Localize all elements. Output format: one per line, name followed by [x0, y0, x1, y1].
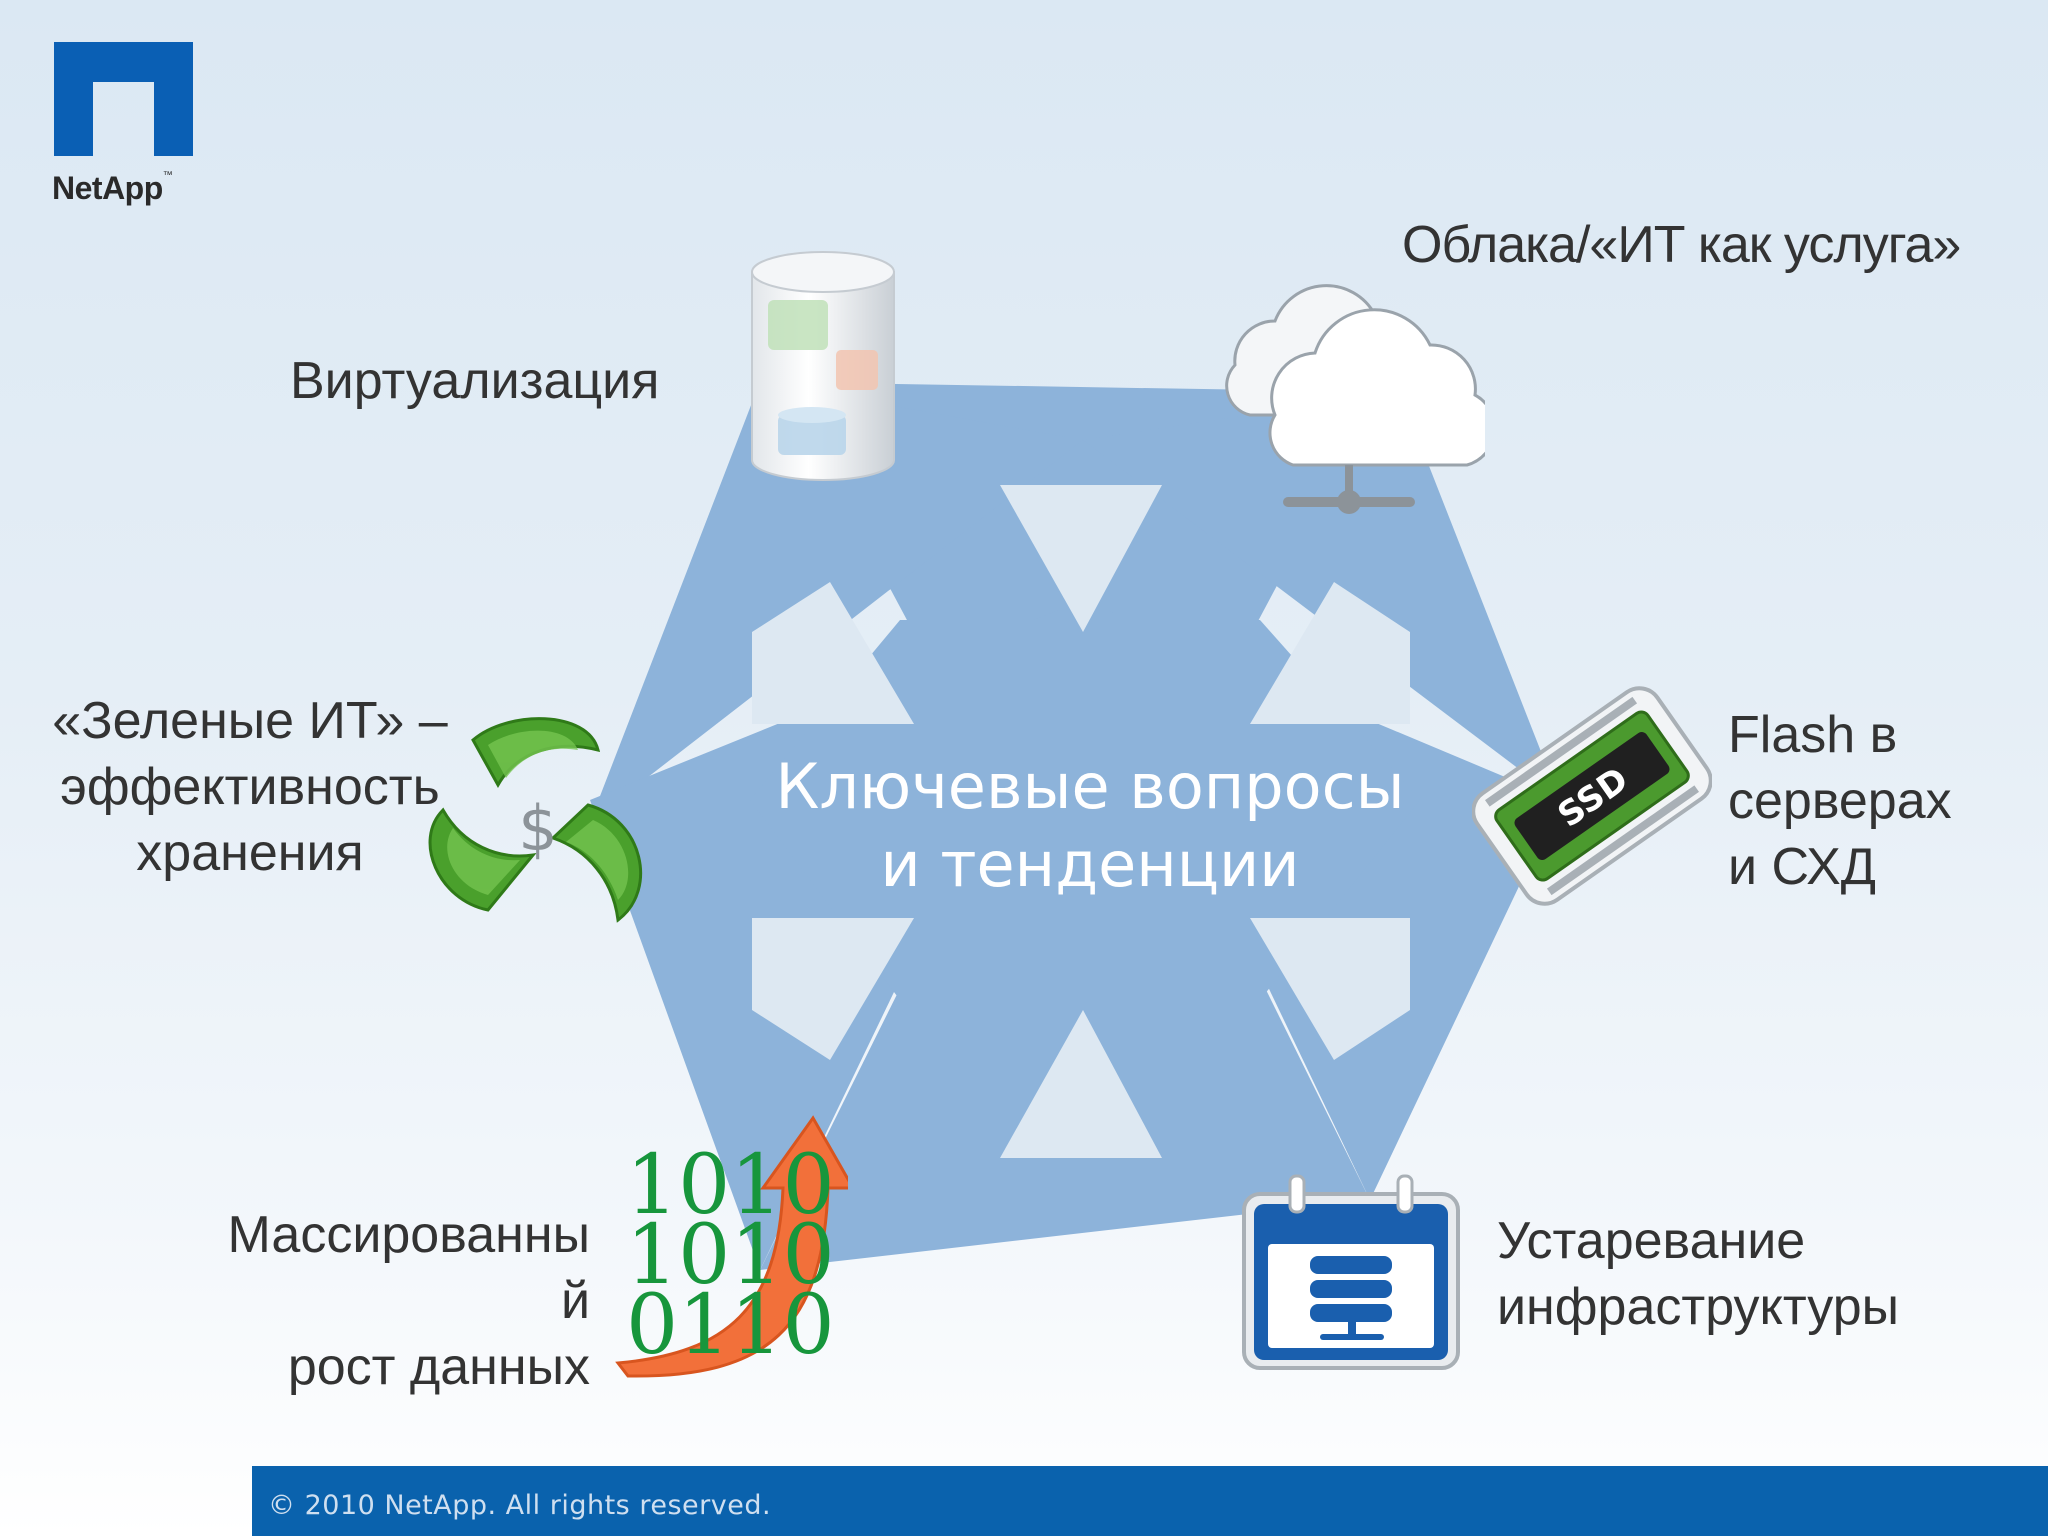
center-title-line1: Ключевые вопросы	[775, 750, 1405, 823]
gap-upper-right	[1250, 582, 1410, 724]
ssd-chip-icon: SSD	[1472, 686, 1712, 906]
gap-top	[1000, 485, 1162, 632]
label-infra-line1: Устаревание	[1497, 1212, 1806, 1270]
star-center-hex	[750, 620, 1420, 1000]
gap-lower-right	[1250, 918, 1410, 1060]
gap-lower-left	[752, 918, 914, 1060]
label-flash-line3: и СХД	[1728, 838, 1877, 896]
calendar-server-icon	[1242, 1174, 1460, 1370]
binary-row-3: 0110	[626, 1278, 835, 1373]
logo-trademark: ™	[162, 170, 173, 181]
label-green-line3: хранения	[136, 824, 364, 882]
binary-row-2: 1010	[626, 1208, 835, 1303]
label-data-line3: рост данных	[287, 1338, 590, 1396]
label-data-line1: Массированны	[227, 1206, 590, 1264]
center-title-line2: и тенденции	[880, 828, 1300, 901]
label-green-line1: «Зеленые ИТ» –	[52, 692, 448, 750]
label-virtualization: Виртуализация	[290, 352, 660, 410]
label-data-growth: Массированны й рост данных	[150, 1202, 590, 1400]
logo-wordmark: NetApp	[52, 170, 163, 206]
footer-bar	[252, 1466, 2048, 1536]
label-infrastructure: Устаревание инфраструктуры	[1497, 1208, 1899, 1340]
label-green-it: «Зеленые ИТ» – эффективность хранения	[40, 688, 460, 886]
netapp-logo-icon	[54, 42, 193, 156]
label-cloud: Облака/«ИТ как услуга»	[1402, 216, 1961, 274]
gap-bottom	[1000, 1010, 1162, 1158]
label-green-line2: эффективность	[60, 758, 440, 816]
label-flash: Flash в серверах и СХД	[1728, 702, 1952, 900]
label-infra-line2: инфраструктуры	[1497, 1278, 1899, 1336]
recycle-dollar-icon: $	[428, 717, 642, 923]
label-flash-line2: серверах	[1728, 772, 1952, 830]
netapp-logo-text: NetApp™	[52, 170, 173, 207]
label-data-line2: й	[560, 1272, 590, 1330]
label-flash-line1: Flash в	[1728, 706, 1898, 764]
dollar-sign: $	[518, 792, 557, 865]
gap-upper-left	[752, 582, 914, 724]
database-cylinder-icon	[751, 251, 895, 481]
footer-copyright: © 2010 NetApp. All rights reserved.	[268, 1490, 772, 1521]
cloud-network-icon	[1225, 284, 1485, 514]
star-tri-upper-right	[1083, 392, 1560, 800]
center-title: Ключевые вопросы и тенденции	[700, 748, 1480, 904]
binary-row-1: 1010	[626, 1138, 835, 1233]
binary-growth-arrow-icon: 1010 1010 0110	[615, 1115, 848, 1378]
